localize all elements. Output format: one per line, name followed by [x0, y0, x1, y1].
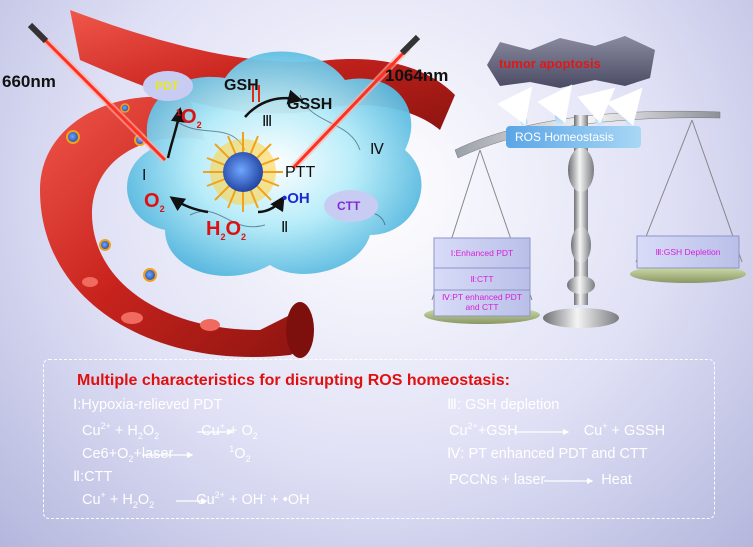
label-660nm: 660nm	[2, 72, 56, 91]
label-oxygen: O2	[144, 190, 165, 214]
laser-660nm	[27, 22, 168, 163]
label-tumor-apoptosis: tumor apoptosis	[499, 56, 601, 71]
label-singlet-oxygen: 1O2	[176, 106, 202, 130]
heading-gsh-depletion: Ⅲ: GSH depletion	[447, 397, 560, 413]
weight-label-ctt: Ⅱ:CTT	[470, 274, 494, 284]
characteristics-panel	[43, 359, 715, 519]
reaction-arrows	[166, 85, 303, 214]
heading-ctt: Ⅱ:CTT	[73, 469, 113, 485]
heading-hypoxia-relieved-pdt: Ⅰ:Hypoxia-relieved PDT	[73, 397, 223, 413]
label-hydroxyl: •OH	[282, 190, 310, 207]
label-h2o2: H2O2	[206, 218, 247, 242]
weight-label-enhanced-pdt: Ⅰ:Enhanced PDT	[450, 248, 514, 258]
label-step-ii: Ⅱ	[281, 219, 289, 236]
label-pdt: PDT	[155, 79, 179, 93]
label-ctt: CTT	[337, 199, 361, 213]
label-step-i: Ⅰ	[142, 167, 147, 184]
nanoparticle-icon	[203, 132, 283, 212]
balance-scale	[424, 110, 746, 328]
label-gssh: GSSH	[287, 96, 333, 113]
pdt-cloud-icon	[143, 71, 193, 101]
heading-pt-enhanced: Ⅳ: PT enhanced PDT and CTT	[447, 446, 648, 462]
equation-arrows	[142, 428, 594, 505]
label-step-iv: Ⅳ	[370, 141, 384, 158]
laser-1064nm	[290, 34, 421, 171]
label-gsh: GSH	[224, 77, 259, 94]
panel-title: Multiple characteristics for disrupting …	[77, 372, 510, 389]
label-ptt: PTT	[285, 164, 316, 181]
weight-label-gsh-depletion: Ⅲ:GSH Depletion	[655, 247, 721, 257]
ctt-cloud-icon	[324, 190, 378, 222]
weight-blocks	[433, 235, 740, 317]
label-step-iii: Ⅲ	[262, 113, 273, 130]
weight-label-pt-enhanced: Ⅳ:PT enhanced PDT and CTT	[442, 292, 522, 312]
apoptosis-banner	[487, 36, 655, 148]
label-1064nm: 1064nm	[385, 66, 449, 85]
label-ros-homeostasis: ROS Homeostasis	[515, 130, 614, 144]
